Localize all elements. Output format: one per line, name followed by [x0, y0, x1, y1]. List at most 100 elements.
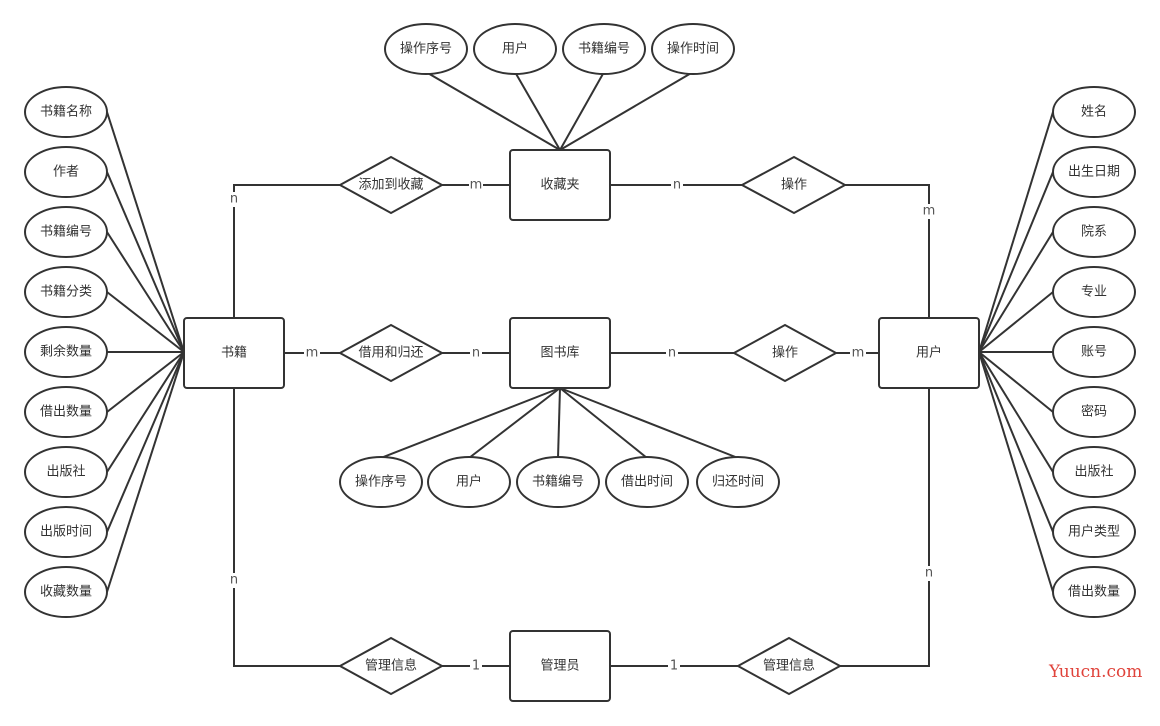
entity-book — [183, 317, 285, 389]
attr-user-borrowed-label: 借出数量 — [1068, 585, 1120, 600]
card-book-borrow: m — [306, 346, 319, 361]
rel-borrow-return — [337, 323, 445, 383]
attr-lib-user — [427, 456, 511, 508]
attr-lib-bookid-label: 书籍编号 — [532, 474, 584, 490]
book-attributes: 书籍名称 作者 书籍编号 书籍分类 剩余数量 借出数量 出版社 出版时间 收藏数… — [24, 86, 108, 618]
entity-user-label: 用户 — [916, 345, 942, 361]
attr-book-publisher — [24, 446, 108, 498]
attr-book-favcount — [24, 566, 108, 618]
entity-library-label: 图书库 — [540, 345, 579, 361]
rel-manage-right — [735, 636, 843, 696]
card-manage-user: n — [925, 566, 933, 581]
attr-user-major-label: 专业 — [1081, 285, 1107, 300]
entity-favorites — [509, 149, 611, 221]
attr-user-publisher — [1052, 446, 1136, 498]
book-attribute-links — [106, 111, 185, 593]
attr-user-publisher-label: 出版社 — [1074, 464, 1113, 480]
attr-user-account-label: 账号 — [1081, 345, 1107, 360]
card-fav-op: n — [673, 178, 681, 193]
card-admin-manage-right: 1 — [670, 659, 678, 674]
rel-manage-right-label: 管理信息 — [763, 658, 815, 674]
entity-book-label: 书籍 — [221, 345, 247, 361]
attr-fav-opno-label: 操作序号 — [400, 41, 452, 57]
attr-lib-borrowtime-label: 借出时间 — [621, 475, 673, 490]
rel-add-favorite-label: 添加到收藏 — [358, 178, 423, 193]
attr-user-birth-label: 出生日期 — [1068, 165, 1120, 180]
rel-operate-mid — [731, 323, 839, 383]
library-attribute-links — [380, 387, 739, 459]
relationship-links — [233, 184, 930, 667]
user-attribute-links — [978, 111, 1054, 593]
rel-operate-top-label: 操作 — [781, 177, 807, 193]
attr-user-major — [1052, 266, 1136, 318]
attr-user-name — [1052, 86, 1136, 138]
attr-user-type-label: 用户类型 — [1068, 524, 1120, 540]
relationships: 添加到收藏 操作 借用和归还 操作 管理信息 管理信息 — [337, 155, 848, 696]
entity-admin-label: 管理员 — [540, 659, 579, 674]
rel-manage-left — [337, 636, 445, 696]
attr-book-category — [24, 266, 108, 318]
card-op-user-top: m — [923, 204, 936, 219]
attr-book-id-label: 书籍编号 — [40, 224, 92, 240]
rel-operate-mid-label: 操作 — [772, 345, 798, 361]
entity-favorites-label: 收藏夹 — [540, 178, 579, 193]
attr-book-pubtime — [24, 506, 108, 558]
attr-user-password-label: 密码 — [1081, 404, 1107, 420]
attr-user-type — [1052, 506, 1136, 558]
attr-book-remaining — [24, 326, 108, 378]
card-book-manage: n — [230, 573, 238, 588]
attr-user-password — [1052, 386, 1136, 438]
attr-book-favcount-label: 收藏数量 — [40, 585, 92, 600]
attr-user-birth — [1052, 146, 1136, 198]
attr-book-id — [24, 206, 108, 258]
cardinality-labels: n m n m m n n m n 1 1 n — [228, 178, 936, 674]
card-op-user-mid: m — [852, 346, 865, 361]
attr-book-remaining-label: 剩余数量 — [40, 344, 92, 360]
attr-user-account — [1052, 326, 1136, 378]
rel-manage-left-label: 管理信息 — [365, 658, 417, 674]
attr-fav-user — [473, 23, 557, 75]
attr-user-borrowed — [1052, 566, 1136, 618]
attr-fav-bookid — [562, 23, 646, 75]
attr-lib-returntime — [696, 456, 780, 508]
card-manage-admin-left: 1 — [472, 659, 480, 674]
attr-book-borrowed-label: 借出数量 — [40, 405, 92, 420]
attr-book-category-label: 书籍分类 — [40, 284, 92, 300]
attr-lib-bookid — [516, 456, 600, 508]
attr-book-pubtime-label: 出版时间 — [40, 525, 92, 540]
attr-book-author-label: 作者 — [53, 165, 79, 180]
attr-lib-borrowtime — [605, 456, 689, 508]
attr-fav-opno — [384, 23, 468, 75]
card-lib-op: n — [668, 346, 676, 361]
library-attributes: 操作序号 用户 书籍编号 借出时间 归还时间 — [339, 456, 780, 508]
attr-book-name — [24, 86, 108, 138]
attr-fav-optime — [651, 23, 735, 75]
attr-lib-returntime-label: 归还时间 — [712, 475, 764, 490]
attr-book-name-label: 书籍名称 — [40, 104, 92, 120]
rel-borrow-return-label: 借用和归还 — [358, 346, 423, 361]
attr-user-dept-label: 院系 — [1081, 225, 1107, 240]
attr-user-dept — [1052, 206, 1136, 258]
entity-library — [509, 317, 611, 389]
attr-book-publisher-label: 出版社 — [46, 464, 85, 480]
attr-book-borrowed — [24, 386, 108, 438]
watermark: Yuucn.com — [1048, 662, 1142, 682]
card-borrow-lib: n — [472, 346, 480, 361]
entities: 书籍 收藏夹 图书库 用户 管理员 — [183, 149, 980, 702]
entity-admin — [509, 630, 611, 702]
attr-fav-bookid-label: 书籍编号 — [578, 41, 630, 57]
rel-add-favorite — [337, 155, 445, 215]
attr-lib-opno-label: 操作序号 — [355, 474, 407, 490]
attr-fav-user-label: 用户 — [502, 41, 528, 57]
attr-lib-opno — [339, 456, 423, 508]
card-book-add: n — [230, 192, 238, 207]
attr-lib-user-label: 用户 — [456, 474, 482, 490]
attr-book-author — [24, 146, 108, 198]
favorites-attributes: 操作序号 用户 书籍编号 操作时间 — [384, 23, 735, 75]
favorites-attribute-links — [425, 71, 694, 151]
rel-operate-top — [739, 155, 848, 215]
attr-fav-optime-label: 操作时间 — [667, 41, 719, 57]
attr-user-name-label: 姓名 — [1081, 104, 1107, 120]
card-add-fav: m — [470, 178, 483, 193]
